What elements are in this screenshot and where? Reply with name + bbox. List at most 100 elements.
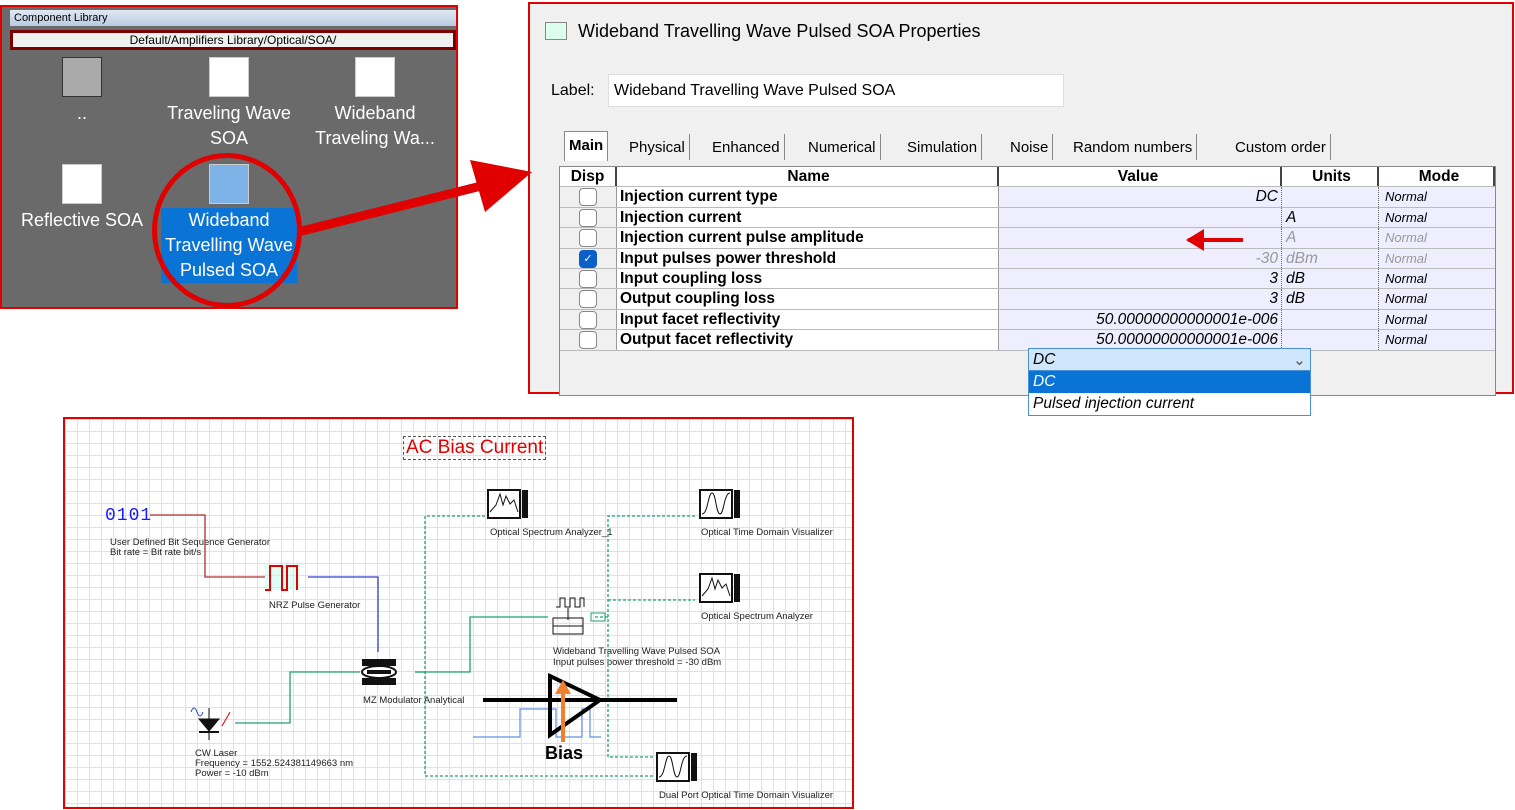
disp-cell [560,187,617,207]
label-input[interactable] [608,74,1064,107]
table-row[interactable]: Injection current A Normal [560,207,1495,229]
param-name: Injection current [617,207,999,228]
mz-label: MZ Modulator Analytical [363,695,465,706]
laser-frequency: Frequency = 1552.524381149663 nm [195,758,354,769]
soa-icon [62,164,102,204]
osa-label: Optical Spectrum Analyzer [701,611,813,622]
dropdown-option-pulsed[interactable]: Pulsed injection current [1033,395,1195,412]
library-item-traveling-wave-soa[interactable]: Traveling Wave SOA [159,57,299,151]
tab-custom-order[interactable]: Custom order [1231,134,1331,160]
folder-up-icon [62,57,102,97]
dialog-title: Wideband Travelling Wave Pulsed SOA Prop… [578,21,981,41]
disp-checkbox[interactable] [579,331,597,350]
param-mode[interactable]: Normal [1379,330,1495,350]
param-mode[interactable]: Normal [1379,309,1495,330]
table-row[interactable]: Output coupling loss 3 dB Normal [560,289,1495,310]
injection-type-dropdown[interactable]: DC⌄ DC Pulsed injection current [1028,348,1311,416]
param-mode[interactable]: Normal [1379,207,1495,228]
param-value[interactable]: 3 [999,269,1282,289]
param-units [1282,309,1379,330]
table-row[interactable]: Injection current type DC Normal [560,187,1495,208]
tab-numerical[interactable]: Numerical [804,134,881,160]
param-name: Input facet reflectivity [617,309,999,330]
amplifier-icon [209,57,249,97]
table-row[interactable]: Input coupling loss 3 dB Normal [560,269,1495,290]
disp-checkbox[interactable] [579,270,597,288]
param-name: Input coupling loss [617,269,999,289]
param-value[interactable] [999,207,1282,228]
param-units: A [1282,207,1379,228]
tab-main[interactable]: Main [564,131,609,161]
chevron-down-icon: ⌄ [1293,352,1306,369]
param-value[interactable] [999,228,1282,248]
param-value[interactable]: 3 [999,289,1282,309]
tab-physical[interactable]: Physical [625,134,690,160]
param-units: A [1282,228,1379,248]
disp-cell [560,309,617,330]
param-mode[interactable]: Normal [1379,289,1495,309]
col-name: Name [617,167,999,187]
param-mode[interactable]: Normal [1379,228,1495,248]
disp-cell [560,269,617,289]
table-row[interactable]: Output facet reflectivity 50.00000000000… [560,330,1495,351]
param-name: Input pulses power threshold [617,248,999,268]
table-header: Disp Name Value Units Mode [560,167,1495,188]
param-mode[interactable]: Normal [1379,269,1495,289]
library-item-reflective-soa[interactable]: Reflective SOA [12,164,152,233]
disp-checkbox[interactable] [579,188,597,207]
table-row[interactable]: Injection current pulse amplitude A Norm… [560,228,1495,249]
library-path[interactable]: Default/Amplifiers Library/Optical/SOA/ [10,30,456,50]
param-mode[interactable]: Normal [1379,248,1495,268]
disp-cell [560,289,617,309]
dual-label: Dual Port Optical Time Domain Visualizer [659,790,834,801]
disp-checkbox[interactable]: ✓ [579,249,597,268]
disp-cell: ✓ [560,248,617,268]
param-name: Output coupling loss [617,289,999,309]
disp-checkbox[interactable] [579,208,597,227]
col-units: Units [1282,167,1379,187]
label-caption: Label: [551,82,595,99]
bit-sequence-icon[interactable]: 0101 [105,506,153,526]
param-units [1282,330,1379,350]
param-mode[interactable]: Normal [1379,187,1495,207]
disp-checkbox[interactable] [579,310,597,329]
tab-enhanced[interactable]: Enhanced [708,134,785,160]
properties-dialog: Wideband Travelling Wave Pulsed SOA Prop… [528,2,1514,416]
param-units: dB [1282,269,1379,289]
dropdown-option-dc[interactable]: DC [1029,371,1310,393]
disp-cell [560,207,617,228]
param-value[interactable]: DC [999,187,1282,207]
library-item-up[interactable]: .. [12,57,152,126]
col-mode: Mode [1379,167,1495,187]
disp-checkbox[interactable] [579,290,597,309]
disp-checkbox[interactable] [579,229,597,248]
col-value: Value [999,167,1282,187]
schematic-title: AC Bias Current [403,436,547,460]
tab-random-numbers[interactable]: Random numbers [1069,134,1198,160]
library-title: Component Library [10,10,456,26]
soa-icon [355,57,395,97]
dialog-icon [545,22,567,40]
param-name: Injection current type [617,187,999,207]
col-disp: Disp [560,167,617,187]
disp-cell [560,228,617,248]
param-units [1282,187,1379,207]
laser-label: CW Laser [195,748,238,759]
param-value[interactable]: 50.00000000000001e-006 [999,309,1282,330]
param-value[interactable]: -30 [999,248,1282,268]
parameters-table: Disp Name Value Units Mode Injection cur… [559,166,1496,416]
tab-simulation[interactable]: Simulation [903,134,983,160]
param-value[interactable]: 50.00000000000001e-006 [999,330,1282,350]
table-row[interactable]: ✓ Input pulses power threshold -30 dBm N… [560,248,1495,269]
library-item-wideband-traveling-wave[interactable]: Wideband Traveling Wa... [305,57,445,151]
param-name: Output facet reflectivity [617,330,999,350]
param-units: dB [1282,289,1379,309]
tab-noise[interactable]: Noise [1006,134,1054,160]
dropdown-selected[interactable]: DC⌄ [1029,349,1310,371]
disp-cell [560,330,617,350]
param-units: dBm [1282,248,1379,268]
table-row[interactable]: Input facet reflectivity 50.000000000000… [560,309,1495,331]
laser-power: Power = -10 dBm [195,768,269,779]
otdv-label: Optical Time Domain Visualizer [701,527,833,538]
